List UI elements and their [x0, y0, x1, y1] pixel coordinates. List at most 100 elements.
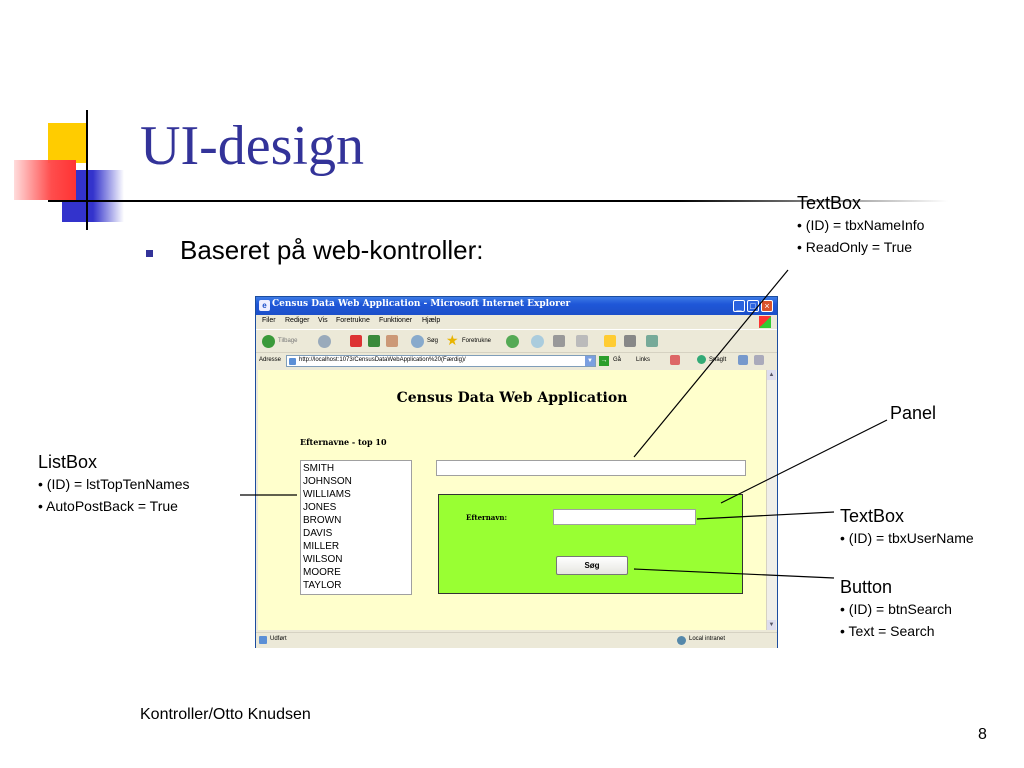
slide-title: UI-design [140, 115, 364, 177]
menu-item-tools[interactable]: Funktioner [379, 317, 413, 324]
home-icon[interactable] [386, 335, 398, 347]
list-item[interactable]: SMITH [303, 463, 335, 474]
callout-line-textbox-user [696, 511, 835, 520]
snagit-icon[interactable] [697, 355, 706, 364]
annotation-textbox-user: TextBox • (ID) = tbxUserName [840, 505, 974, 549]
stop-icon[interactable] [350, 335, 362, 347]
go-label[interactable]: Gå [613, 357, 622, 363]
snagit-label[interactable]: SnagIt [709, 357, 727, 363]
page-icon [289, 358, 296, 365]
chevron-down-icon[interactable]: ▼ [585, 356, 595, 366]
menu-item-edit[interactable]: Rediger [285, 317, 310, 324]
annotation-textbox-info: TextBox • (ID) = tbxNameInfo • ReadOnly … [797, 192, 924, 258]
annotation-title: Button [840, 577, 893, 597]
callout-line-panel [720, 419, 888, 504]
decor-red-square [14, 160, 76, 200]
annotation-prop: • Text = Search [840, 623, 935, 639]
callout-line-button [633, 568, 835, 579]
back-label[interactable]: Tilbage [278, 338, 298, 344]
browser-toolbar: Tilbage Søg ★ Foretrukne [256, 329, 777, 352]
vertical-scrollbar[interactable]: ▲ ▼ [766, 370, 777, 630]
app-title: Census Data Web Application [396, 390, 628, 406]
status-bar: Udført Local intranet [256, 632, 777, 648]
status-right: Local intranet [689, 636, 726, 642]
annotation-title: ListBox [38, 452, 98, 472]
favorites-star-icon[interactable]: ★ [446, 332, 459, 348]
list-item[interactable]: MOORE [303, 567, 341, 578]
browser-window: e Census Data Web Application - Microsof… [255, 296, 778, 648]
search-label[interactable]: Søg [427, 338, 439, 344]
name-info-textbox[interactable] [436, 460, 746, 476]
callout-line-textbox-info [633, 269, 789, 458]
list-item[interactable]: WILSON [303, 554, 343, 565]
page-number: 8 [978, 726, 987, 743]
intranet-globe-icon [677, 636, 686, 645]
menu-item-help[interactable]: Hjælp [422, 317, 441, 324]
annotation-panel: Panel [890, 402, 936, 424]
research-icon[interactable] [624, 335, 636, 347]
decor-horizontal-line [48, 200, 948, 202]
print-icon[interactable] [553, 335, 565, 347]
close-button[interactable]: × [761, 300, 773, 312]
address-input[interactable]: http://localhost:1073/CensusDataWebAppli… [286, 355, 596, 367]
list-item[interactable]: JONES [303, 502, 337, 513]
scroll-down-icon[interactable]: ▼ [767, 620, 776, 630]
address-label: Adresse [259, 357, 282, 363]
scroll-up-icon[interactable]: ▲ [767, 370, 776, 380]
annotation-id: • (ID) = lstTopTenNames [38, 476, 190, 492]
annotation-button: Button • (ID) = btnSearch • Text = Searc… [840, 576, 952, 642]
bullet-marker [146, 250, 153, 257]
address-value: http://localhost:1073/CensusDataWebAppli… [299, 357, 466, 363]
annotation-prop: • AutoPostBack = True [38, 498, 178, 514]
search-panel: Efternavn: Søg [438, 494, 743, 594]
decor-yellow-square [48, 123, 88, 163]
go-arrow-icon[interactable]: → [599, 356, 609, 366]
mail-icon[interactable] [531, 335, 544, 348]
names-listbox[interactable]: SMITH JOHNSON WILLIAMS JONES BROWN DAVIS MILLE… [300, 460, 412, 595]
slide-footer: Kontroller/Otto Knudsen [140, 706, 311, 723]
windows-flag-icon [759, 316, 771, 328]
refresh-icon[interactable] [368, 335, 380, 347]
page-done-icon [259, 636, 267, 644]
menu-item-file[interactable]: Filer [262, 317, 276, 324]
messenger-icon[interactable] [646, 335, 658, 347]
list-item[interactable]: WILLIAMS [303, 489, 351, 500]
favorites-label[interactable]: Foretrukne [462, 338, 492, 344]
search-icon[interactable] [411, 335, 424, 348]
edit-icon[interactable] [576, 335, 588, 347]
annotation-id: • (ID) = tbxUserName [840, 530, 974, 546]
annotation-id: • (ID) = tbxNameInfo [797, 217, 925, 233]
address-bar: Adresse http://localhost:1073/CensusData… [256, 352, 777, 369]
annotation-title: TextBox [797, 193, 862, 213]
capture-settings-icon[interactable] [754, 355, 764, 365]
forward-icon[interactable] [318, 335, 331, 348]
toolbar-extra-icon[interactable] [670, 355, 680, 365]
search-button[interactable]: Søg [556, 556, 628, 575]
list-item[interactable]: DAVIS [303, 528, 333, 539]
annotation-title: TextBox [840, 506, 905, 526]
menu-item-view[interactable]: Vis [318, 317, 328, 324]
annotation-title: Panel [890, 403, 937, 423]
list-item[interactable]: MILLER [303, 541, 340, 552]
menu-item-favorites[interactable]: Foretrukne [336, 317, 370, 324]
back-icon[interactable] [262, 335, 275, 348]
list-heading: Efternavne - top 10 [300, 437, 387, 447]
links-label[interactable]: Links [636, 357, 651, 363]
username-textbox[interactable] [553, 509, 696, 525]
window-title: Census Data Web Application - Microsoft … [272, 299, 571, 309]
list-item[interactable]: BROWN [303, 515, 342, 526]
window-titlebar: e Census Data Web Application - Microsof… [256, 297, 777, 315]
list-item[interactable]: JOHNSON [303, 476, 352, 487]
minimize-button[interactable]: _ [733, 300, 745, 312]
decor-vertical-line [86, 110, 88, 230]
bullet-text: Baseret på web-kontroller: [180, 235, 484, 265]
page-content: Census Data Web Application Efternavne -… [258, 370, 766, 630]
surname-label: Efternavn: [466, 513, 508, 522]
list-item[interactable]: TAYLOR [303, 580, 342, 591]
ie-logo-icon: e [259, 300, 270, 311]
history-icon[interactable] [506, 335, 519, 348]
capture-icon[interactable] [738, 355, 748, 365]
folder-icon[interactable] [604, 335, 616, 347]
annotation-id: • (ID) = btnSearch [840, 601, 952, 617]
